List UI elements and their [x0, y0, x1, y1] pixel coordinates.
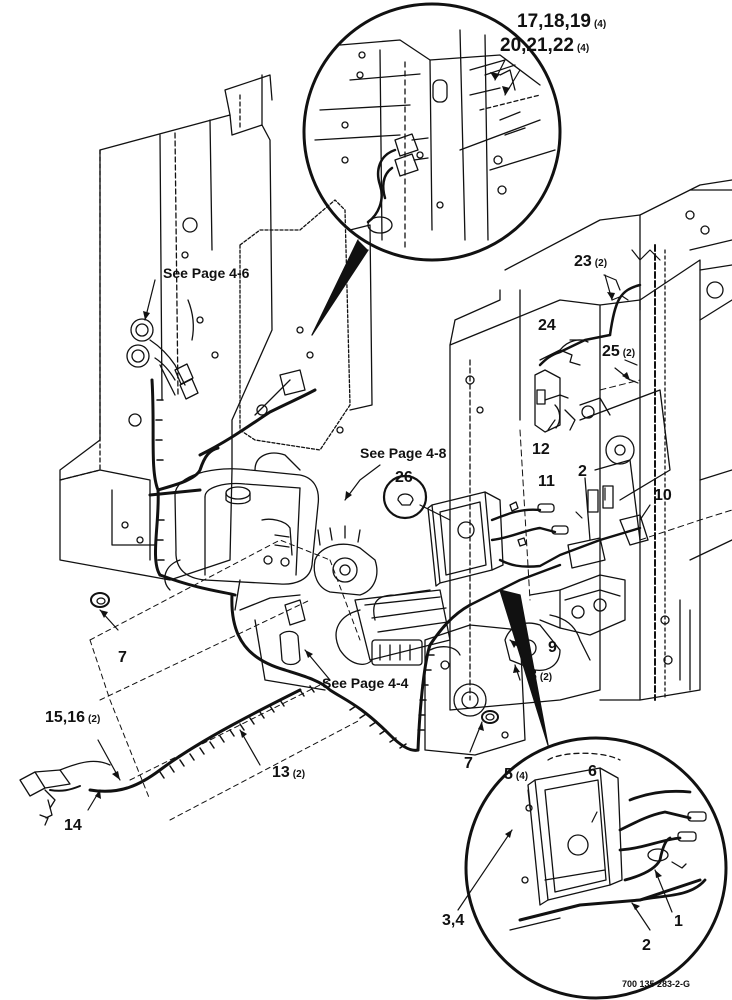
arrowheads — [95, 72, 662, 910]
callout-26-ring — [382, 474, 428, 520]
callout-13-qty: (2) — [292, 769, 306, 780]
controller-harness — [468, 508, 642, 607]
callout-26: 26 — [395, 469, 413, 486]
callout-8: 8(2) — [528, 668, 552, 684]
callout-6: 6 — [588, 763, 597, 780]
solenoid-bracket — [534, 339, 611, 433]
ghost-frame — [89, 539, 361, 821]
callout-1: 1 — [674, 913, 683, 930]
detail-pointer-bottom — [499, 589, 549, 746]
callout-15-16: 15,16(2) — [45, 710, 100, 726]
see-page-4-4-note: See Page 4-4 — [322, 675, 409, 691]
bottom-inset-harness — [618, 789, 707, 902]
detail-inset-bottom — [464, 736, 728, 1000]
left-frame-panel — [59, 74, 273, 581]
cable-ends — [19, 760, 111, 826]
callout-13-text: 13 — [272, 764, 290, 781]
callout-23: 23(2) — [574, 254, 607, 270]
callout-5-text: 5 — [504, 766, 513, 783]
lower-center-bracket — [424, 624, 526, 756]
callout-8-text: 8 — [528, 667, 537, 684]
callout-14: 14 — [64, 817, 82, 834]
callout-7-left: 7 — [118, 649, 127, 666]
right-frame-tower — [449, 179, 732, 711]
callout-12: 12 — [532, 441, 550, 458]
left-connector-group — [126, 299, 199, 400]
detail-inset-top — [302, 2, 562, 262]
callout-11: 11 — [538, 473, 555, 490]
center-upright-panel — [239, 199, 373, 451]
center-bracket — [234, 579, 326, 691]
callout-17-qty: (4) — [593, 19, 607, 30]
controller-box — [427, 491, 504, 587]
callout-9: 9 — [548, 639, 557, 656]
callout-10: 10 — [654, 487, 672, 504]
callout-13: 13(2) — [272, 765, 305, 781]
callout-20-qty: (4) — [576, 43, 590, 54]
callout-25-qty: (2) — [622, 348, 636, 359]
detail-pointer-top — [311, 239, 369, 336]
grommet-left — [90, 592, 110, 608]
callout-15-qty: (2) — [88, 714, 101, 725]
main-harness — [88, 378, 472, 793]
callout-17-18-19: 17,18,19(4) — [517, 12, 606, 31]
callout-24: 24 — [538, 317, 556, 334]
callout-5: 5(4) — [504, 767, 528, 783]
callout-5-qty: (4) — [515, 771, 529, 782]
callout-17-text: 17,18,19 — [517, 11, 591, 32]
bottom-inset-plugs — [647, 811, 707, 869]
callout-25-text: 25 — [602, 343, 620, 360]
callout-3-4: 3,4 — [442, 912, 465, 929]
see-page-4-8-note: See Page 4-8 — [360, 445, 447, 461]
callout-8-qty: (2) — [539, 672, 553, 683]
callout-20-21-22: 20,21,22(4) — [500, 36, 589, 55]
callout-23-text: 23 — [574, 253, 592, 270]
hydraulic-tank — [164, 452, 320, 591]
callout-20-text: 20,21,22 — [500, 35, 574, 56]
callout-15-text: 15,16 — [45, 709, 86, 726]
figure-reference-number: 700 135 283-2-G — [622, 979, 691, 989]
callout-2-lower: 2 — [642, 937, 651, 954]
callout-2-upper: 2 — [578, 463, 587, 480]
callout-7-center: 7 — [464, 755, 473, 772]
callout-25: 25(2) — [602, 344, 635, 360]
callout-23-qty: (2) — [594, 258, 608, 269]
controller-plugs — [509, 501, 569, 547]
see-page-4-6-note: See Page 4-6 — [163, 265, 250, 281]
upper-right-ties — [603, 249, 661, 384]
upper-right-harness — [538, 283, 642, 367]
